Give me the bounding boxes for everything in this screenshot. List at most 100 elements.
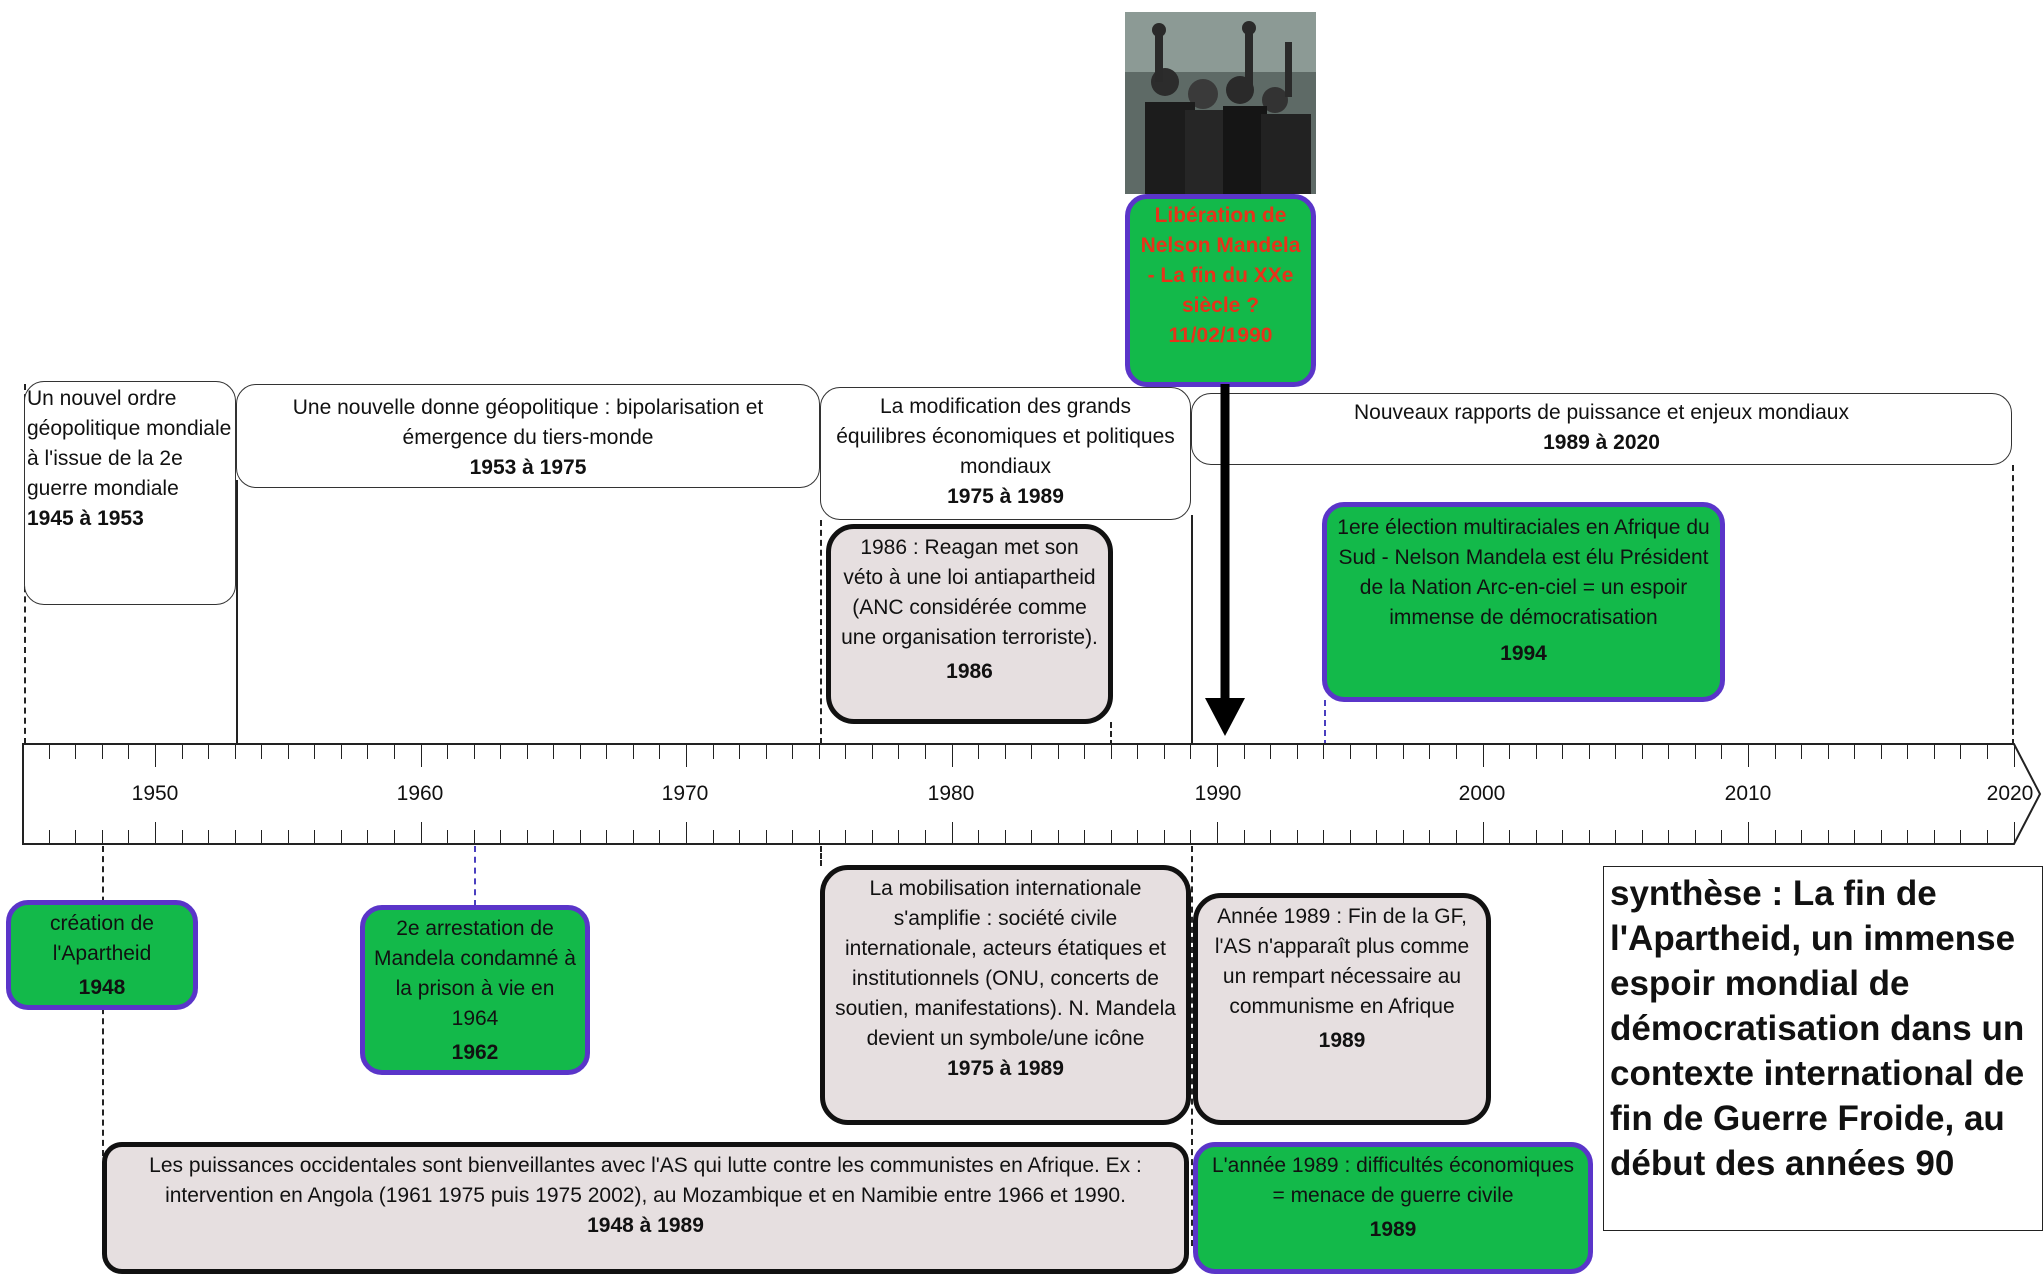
- highlight-date: 11/02/1990: [1168, 324, 1273, 347]
- axis-tick: [1960, 745, 1962, 759]
- axis-tick: [1057, 745, 1059, 759]
- axis-tick: [75, 745, 77, 759]
- axis-tick: [367, 745, 369, 759]
- axis-tick: [951, 745, 953, 767]
- event-mobilisation: La mobilisation internationale s'amplifi…: [820, 865, 1191, 1125]
- axis-tick: [1323, 745, 1325, 759]
- connector-line: [474, 846, 476, 906]
- axis-tick: [2013, 822, 2015, 844]
- axis-tick: [1402, 745, 1404, 759]
- axis-tick: [48, 745, 50, 759]
- axis-tick: [1774, 830, 1776, 844]
- axis-tick: [1349, 830, 1351, 844]
- axis-tick: [686, 822, 687, 844]
- axis-tick: [101, 830, 103, 844]
- axis-label: 2010: [1724, 782, 1772, 805]
- axis-tick: [473, 745, 475, 759]
- axis-tick: [739, 830, 741, 844]
- axis-tick: [818, 830, 820, 844]
- event-1994-election: 1ere élection multiraciales en Afrique d…: [1322, 502, 1725, 702]
- highlight-text: Libération de Nelson Mandela - La fin du…: [1140, 204, 1301, 317]
- period-1945-1953: Un nouvel ordre géopolitique mondiale à …: [24, 381, 236, 605]
- axis-tick: [898, 745, 900, 759]
- axis-tick: [1323, 830, 1325, 844]
- axis-tick: [871, 830, 873, 844]
- axis-tick: [447, 745, 449, 759]
- axis-tick: [1455, 745, 1457, 759]
- axis-tick: [314, 830, 316, 844]
- axis-tick: [261, 830, 263, 844]
- axis-tick: [739, 745, 741, 759]
- axis-tick: [579, 745, 581, 759]
- axis-label: 1970: [661, 782, 709, 805]
- event-puissances-occidentales: Les puissances occidentales sont bienvei…: [102, 1142, 1189, 1274]
- axis-tick: [1084, 745, 1086, 759]
- axis-tick: [579, 830, 581, 844]
- axis-tick: [1137, 745, 1139, 759]
- axis-tick: [367, 830, 369, 844]
- axis-label: 1960: [396, 782, 444, 805]
- axis-tick: [1190, 745, 1192, 759]
- axis-tick: [393, 830, 395, 844]
- event-date: 1948 à 1989: [587, 1214, 704, 1237]
- axis-tick: [1270, 830, 1272, 844]
- axis-tick: [1031, 745, 1033, 759]
- axis-tick: [1482, 822, 1484, 844]
- axis-tick: [340, 745, 342, 759]
- axis-tick: [978, 830, 980, 844]
- axis-label: 1950: [131, 782, 179, 805]
- axis-tick: [1376, 830, 1378, 844]
- axis-tick: [1827, 830, 1829, 844]
- axis-tick: [632, 745, 634, 759]
- axis-tick: [155, 822, 156, 844]
- axis-tick: [818, 745, 820, 759]
- axis-tick: [22, 745, 24, 759]
- period-1975-1989: La modification des grands équilibres éc…: [820, 387, 1191, 520]
- period-dates: 1953 à 1975: [469, 456, 587, 479]
- axis-tick: [1110, 745, 1112, 759]
- event-date: 1994: [1500, 642, 1547, 665]
- connector-line: [820, 846, 822, 866]
- axis-tick: [1270, 745, 1272, 759]
- axis-tick: [261, 745, 263, 759]
- event-date: 1989: [1369, 1218, 1417, 1241]
- axis-tick: [234, 830, 236, 844]
- axis-tick: [1163, 830, 1165, 844]
- axis-tick: [234, 745, 236, 759]
- axis-tick: [1854, 745, 1856, 759]
- axis-tick: [48, 830, 50, 844]
- axis-tick: [924, 830, 926, 844]
- event-1989-fin-gf: Année 1989 : Fin de la GF, l'AS n'appara…: [1193, 893, 1491, 1125]
- axis-label: 2000: [1458, 782, 1506, 805]
- axis-tick: [181, 745, 183, 759]
- axis-tick: [1004, 745, 1006, 759]
- axis-tick: [1615, 830, 1617, 844]
- event-text: 1986 : Reagan met son véto à une loi ant…: [841, 536, 1098, 649]
- axis-tick: [1986, 745, 1988, 759]
- synthese-box: synthèse : La fin de l'Apartheid, un imm…: [1603, 866, 2043, 1231]
- axis-label: 1980: [927, 782, 975, 805]
- axis-tick: [1960, 830, 1962, 844]
- axis-tick: [500, 745, 502, 759]
- axis-tick: [1880, 830, 1882, 844]
- axis-label: 2020: [1986, 782, 2034, 805]
- axis-tick: [500, 830, 502, 844]
- axis-tick: [1031, 830, 1033, 844]
- axis-tick: [1907, 745, 1909, 759]
- axis-tick: [208, 745, 210, 759]
- axis-tick: [128, 830, 130, 844]
- event-date: 1948: [78, 976, 126, 999]
- axis-tick: [765, 830, 767, 844]
- period-text: Une nouvelle donne géopolitique : bipola…: [292, 396, 764, 449]
- event-1990-liberation: Libération de Nelson Mandela - La fin du…: [1125, 194, 1316, 387]
- axis-tick: [1509, 830, 1511, 844]
- period-divider: [1191, 515, 1193, 744]
- axis-tick: [632, 830, 634, 844]
- axis-tick: [845, 830, 847, 844]
- axis-tick: [473, 830, 475, 844]
- axis-tick: [1110, 830, 1112, 844]
- axis-tick: [1774, 745, 1776, 759]
- axis-tick: [208, 830, 210, 844]
- period-text: Nouveaux rapports de puissance et enjeux…: [1354, 401, 1849, 424]
- period-dates: 1945 à 1953: [27, 507, 144, 530]
